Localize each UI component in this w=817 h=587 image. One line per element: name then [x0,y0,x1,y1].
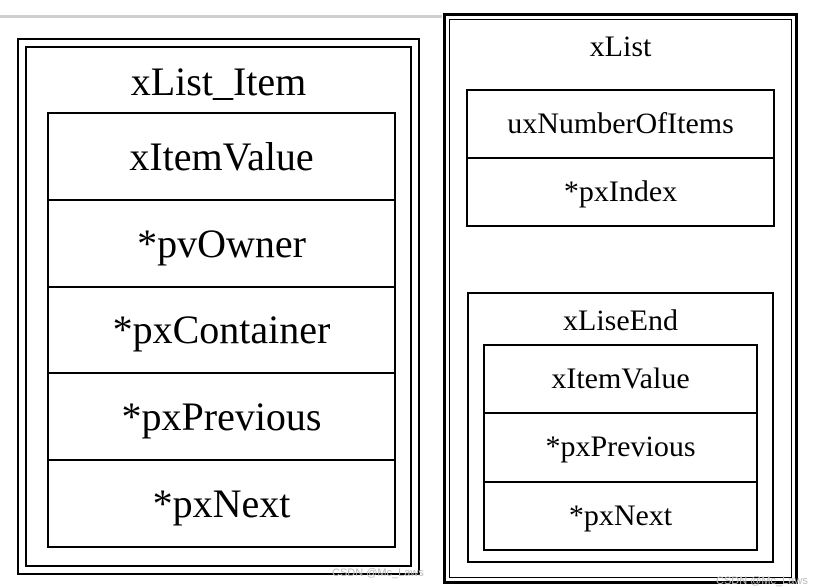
field-cell: uxNumberOfItems [468,91,773,159]
xlist-item-inner-border [25,46,412,567]
xlist-outer-border [443,13,798,584]
field-cell: *pxIndex [563,175,678,208]
field-cell: xItemValue [49,114,394,201]
field-cell: *pxNext [568,498,673,532]
field-cell: *pxPrevious [49,374,394,462]
field-cell: xItemValue [485,346,756,415]
top-divider [0,15,442,18]
xlist-end-box [467,292,774,563]
field-cell: *pxNext [152,481,291,527]
xlist-end-title: xLiseEnd [563,304,678,337]
xlist-title: xList [589,30,652,63]
xlist-item-outer-border [17,38,420,575]
xlist-inner-border [449,19,792,578]
xlist-item-title: xList_Item [130,59,307,104]
watermark-right: CSDN @Mc_Laws [716,575,808,587]
xlist-fields-table: uxNumberOfItems *pxIndex [466,89,775,227]
xlist-item-fields-table: xItemValue *pvOwner *pxContainer *pxPrev… [47,112,396,548]
xlist-end-fields-table: xItemValue *pxPrevious *pxNext [483,344,758,551]
field-cell: *pxContainer [49,288,394,375]
field-cell: *pxPrevious [485,414,756,483]
watermark-left: CSDN @Mc_Laws [332,567,424,579]
field-cell: *pvOwner [49,201,394,288]
